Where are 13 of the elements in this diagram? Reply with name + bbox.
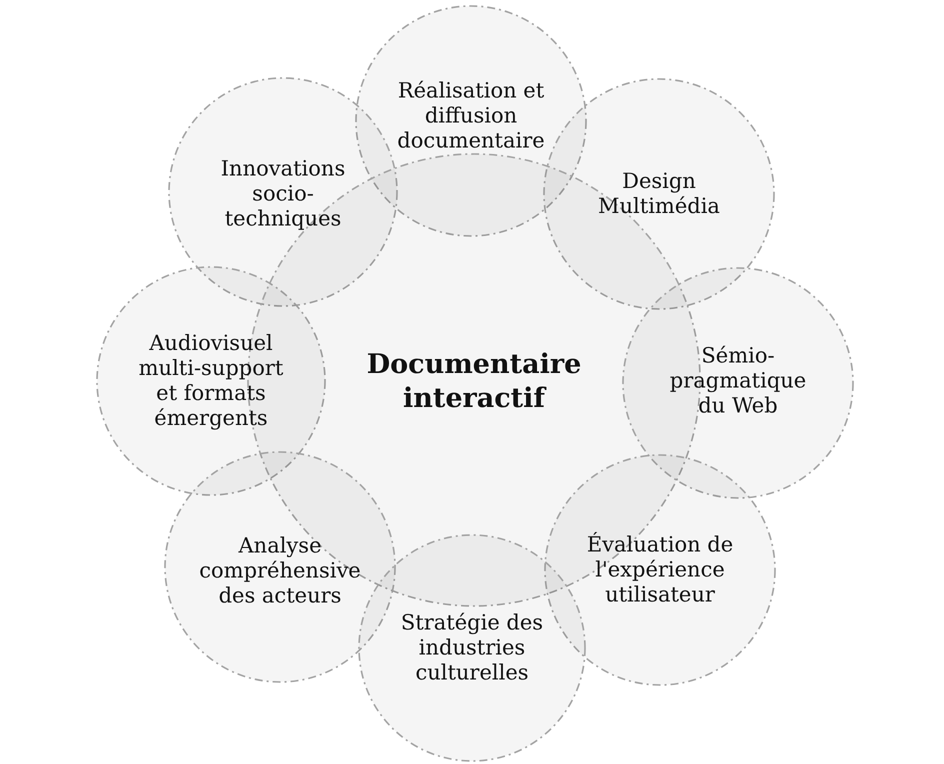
- topic-label: Réalisation et diffusion documentaire: [396, 78, 546, 154]
- topic-label: Innovations socio-techniques: [220, 156, 346, 232]
- central-label: Documentaire interactif: [366, 348, 582, 416]
- topic-label: Analyse compréhensive des acteurs: [198, 534, 362, 608]
- topic-label: Sémio-pragmatique du Web: [668, 344, 808, 418]
- topic-label: Audiovisuel multi-support et formats émergents: [138, 331, 284, 431]
- topic-label: Évaluation de l'expérience utilisateur: [586, 532, 734, 608]
- topic-circle: [164, 451, 396, 683]
- topic-label: Stratégie des industries culturelles: [400, 610, 544, 686]
- topic-circle: [544, 454, 776, 686]
- topic-label: Design Multimédia: [597, 169, 721, 219]
- topic-circle: [358, 534, 586, 762]
- topic-circle: [622, 267, 854, 499]
